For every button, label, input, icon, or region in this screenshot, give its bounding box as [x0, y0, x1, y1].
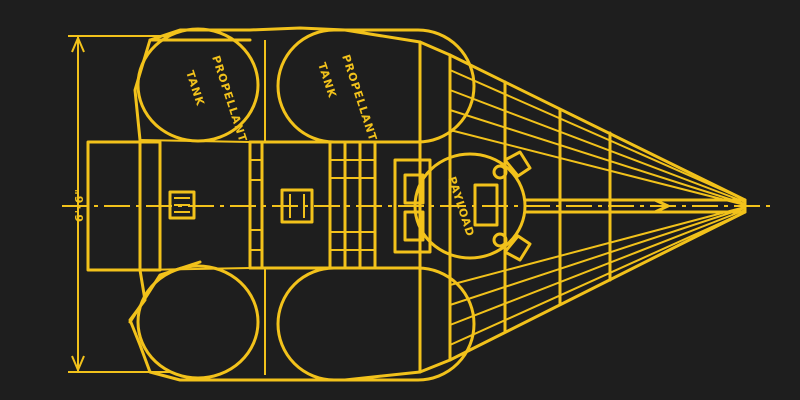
payload-capsule [393, 150, 532, 262]
center-structure [248, 140, 422, 270]
tank-label-2a: PROPELLANT [339, 53, 379, 143]
tank-label-2b: TANK [315, 61, 339, 100]
aft-section [86, 140, 196, 272]
tank-label-1a: PROPELLANT [209, 54, 249, 144]
stringers [139, 40, 266, 375]
tank-label-1b: TANK [183, 69, 207, 108]
dimension-line [68, 35, 170, 373]
propellant-tank-lower-left [128, 260, 260, 380]
nose-cone-ribs [418, 40, 747, 374]
hull-outline [128, 26, 747, 382]
